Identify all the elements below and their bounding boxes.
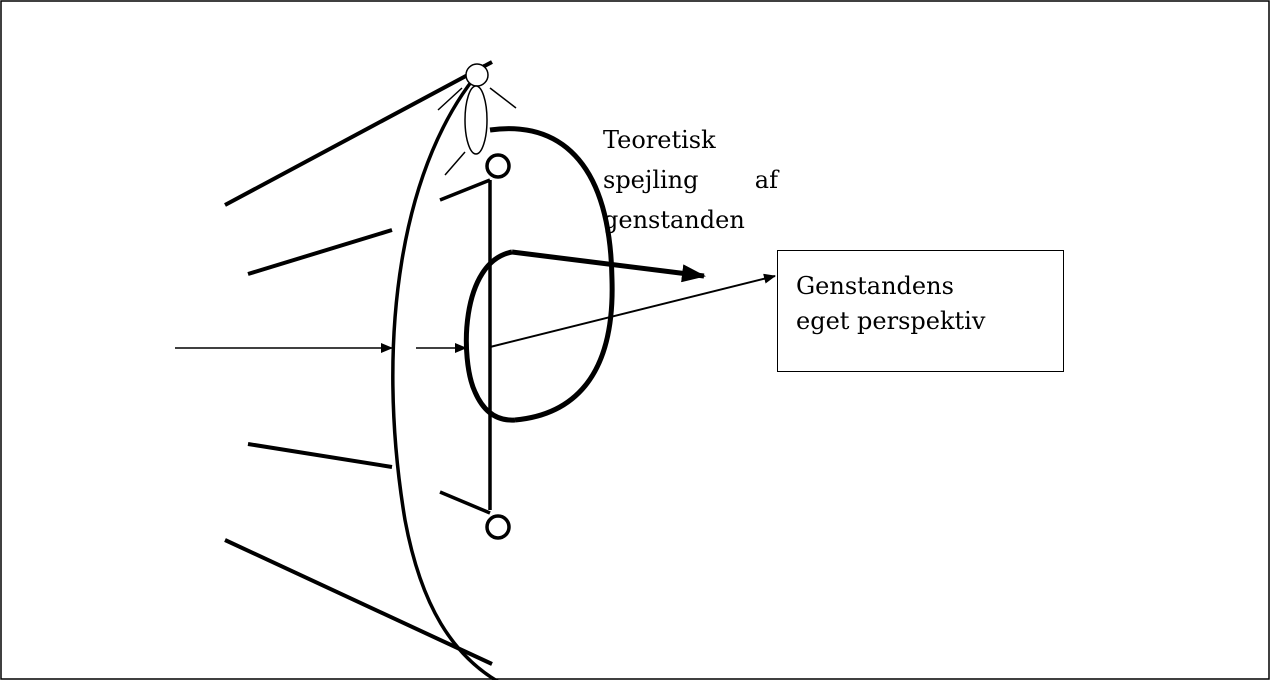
reflection-label-word-af: af bbox=[754, 166, 778, 194]
reflection-label-word-spejling: spejling bbox=[603, 166, 699, 194]
reflection-label-line-2: spejling af bbox=[603, 160, 778, 200]
object-top-tick bbox=[439, 178, 491, 202]
perspective-label-line-2: eget perspektiv bbox=[796, 307, 986, 335]
figure-head-icon bbox=[465, 63, 489, 87]
object-top-circle bbox=[485, 153, 511, 179]
perspective-box: Genstandens eget perspektiv bbox=[777, 250, 1064, 372]
perspective-arrow bbox=[489, 273, 776, 348]
reflection-label: Teoretisk spejling af genstanden bbox=[603, 120, 783, 240]
lens-curve bbox=[391, 63, 499, 680]
perspective-label: Genstandens eget perspektiv bbox=[796, 269, 985, 339]
outer-ray-top bbox=[224, 60, 493, 207]
figure-arm-right-top bbox=[489, 87, 517, 109]
figure-leg-left bbox=[444, 151, 466, 176]
outer-ray-bottom bbox=[224, 538, 493, 666]
reflection-label-line-1: Teoretisk bbox=[603, 126, 716, 154]
short-ray-lower bbox=[247, 442, 393, 469]
perspective-label-line-1: Genstandens bbox=[796, 272, 954, 300]
reflection-loop-inner bbox=[463, 249, 516, 423]
object-bottom-tick bbox=[439, 490, 491, 515]
figure-arm-left-top bbox=[437, 87, 463, 111]
reflection-label-line-3: genstanden bbox=[603, 206, 745, 234]
object-bottom-circle bbox=[485, 514, 511, 540]
short-ray-upper bbox=[247, 228, 393, 276]
reflection-loop-large bbox=[489, 126, 615, 423]
reflection-arrow bbox=[511, 249, 706, 283]
figure-body-icon bbox=[464, 85, 488, 155]
